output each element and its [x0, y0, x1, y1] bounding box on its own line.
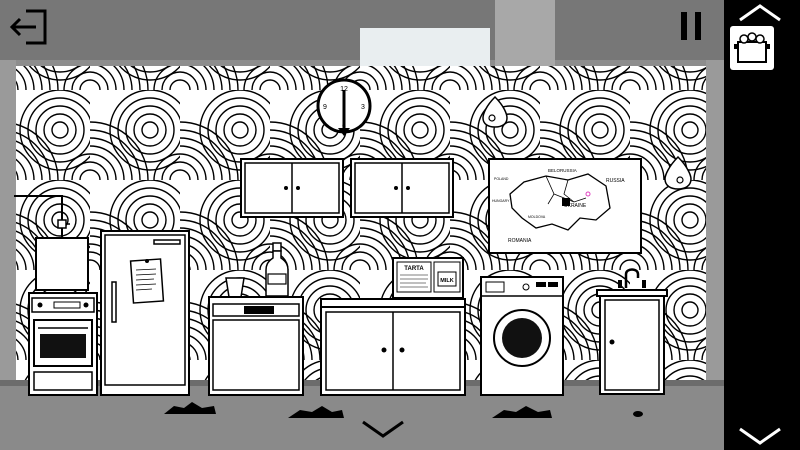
map-label-poland: POLAND: [494, 177, 509, 181]
cake-box-label: TARTA: [404, 266, 424, 272]
milk-label: MILK: [440, 278, 453, 284]
stove[interactable]: [28, 292, 98, 396]
wall-egg-decoration[interactable]: [482, 96, 508, 128]
floor-debris-pile[interactable]: [490, 402, 556, 422]
cockroach[interactable]: [632, 410, 644, 418]
wall-map[interactable]: BELORUSSIA RUSSIA POLAND UKRAINE HUNGARY…: [488, 158, 642, 254]
glass[interactable]: [224, 276, 246, 298]
sink-cabinet[interactable]: [596, 266, 668, 396]
clock-number-12: 12: [340, 86, 348, 93]
cake-box[interactable]: TARTA MILK: [392, 256, 464, 300]
floor-debris-pile[interactable]: [160, 398, 220, 418]
floor-debris-pile[interactable]: [286, 404, 346, 422]
pot-icon: [734, 32, 770, 63]
dishwasher[interactable]: [208, 296, 304, 396]
wall-clock[interactable]: 12 3 6 9: [316, 78, 372, 138]
map-label-ukraine: UKRAINE: [564, 203, 587, 209]
wall-egg-decoration-right[interactable]: [664, 156, 692, 190]
chevron-up-icon: [739, 4, 781, 22]
map-label-moldova: MOLDOVA: [528, 215, 546, 219]
upper-cabinet-left[interactable]: [240, 158, 344, 218]
inventory-scroll-down-button[interactable]: [737, 425, 783, 447]
exit-button[interactable]: [8, 8, 48, 46]
map-label-hungary: HUNGARY: [492, 199, 510, 203]
clock-number-3: 3: [361, 104, 365, 111]
inventory-scroll-up-button[interactable]: [737, 2, 783, 24]
pause-button[interactable]: [676, 8, 706, 44]
refrigerator[interactable]: [100, 230, 190, 396]
inventory-panel: [724, 0, 800, 450]
counter-cabinet[interactable]: [320, 298, 466, 396]
water-heater[interactable]: [14, 192, 94, 292]
chevron-down-icon: [739, 427, 781, 445]
exit-door-icon: [9, 9, 47, 45]
chevron-down-icon: [362, 420, 404, 438]
map-label-russia: RUSSIA: [606, 178, 625, 184]
inventory-slot[interactable]: [730, 26, 774, 70]
clock-number-9: 9: [323, 104, 327, 111]
scene-down-button[interactable]: [360, 418, 406, 440]
washing-machine[interactable]: [480, 276, 564, 396]
map-label-romania: ROMANIA: [508, 238, 532, 244]
map-label-belorussia: BELORUSSIA: [548, 168, 577, 173]
upper-cabinet-right[interactable]: [350, 158, 454, 218]
pause-icon: [681, 12, 701, 40]
bottle[interactable]: [264, 242, 290, 298]
